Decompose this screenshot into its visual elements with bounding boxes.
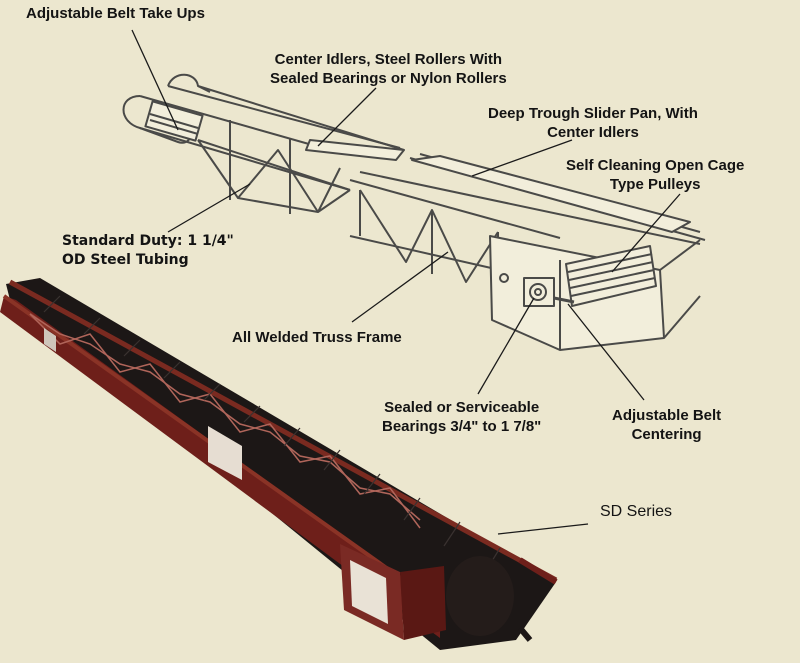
leader-steel-tubing	[168, 184, 250, 232]
label-steel-tubing: Standard Duty: 1 1/4" OD Steel Tubing	[62, 232, 234, 270]
label-series: SD Series	[600, 502, 672, 521]
label-truss-frame: All Welded Truss Frame	[232, 328, 402, 347]
label-belt-centering: Adjustable Belt Centering	[612, 406, 721, 444]
leader-truss-frame	[352, 252, 448, 322]
head-pulley	[446, 556, 514, 636]
label-bearings: Sealed or Serviceable Bearings 3/4" to 1…	[382, 398, 541, 436]
leader-slider-pan	[472, 140, 572, 176]
leader-center-idlers	[318, 88, 376, 146]
label-slider-pan: Deep Trough Slider Pan, With Center Idle…	[488, 104, 698, 142]
leader-series	[498, 524, 588, 534]
label-belt-take-ups: Adjustable Belt Take Ups	[26, 4, 205, 23]
label-center-idlers: Center Idlers, Steel Rollers With Sealed…	[270, 50, 507, 88]
truss-section-2	[360, 190, 498, 290]
label-cage-pulleys: Self Cleaning Open Cage Type Pulleys	[566, 156, 744, 194]
bearing-plate	[524, 278, 554, 306]
tail-end-loop-upper	[168, 75, 210, 92]
